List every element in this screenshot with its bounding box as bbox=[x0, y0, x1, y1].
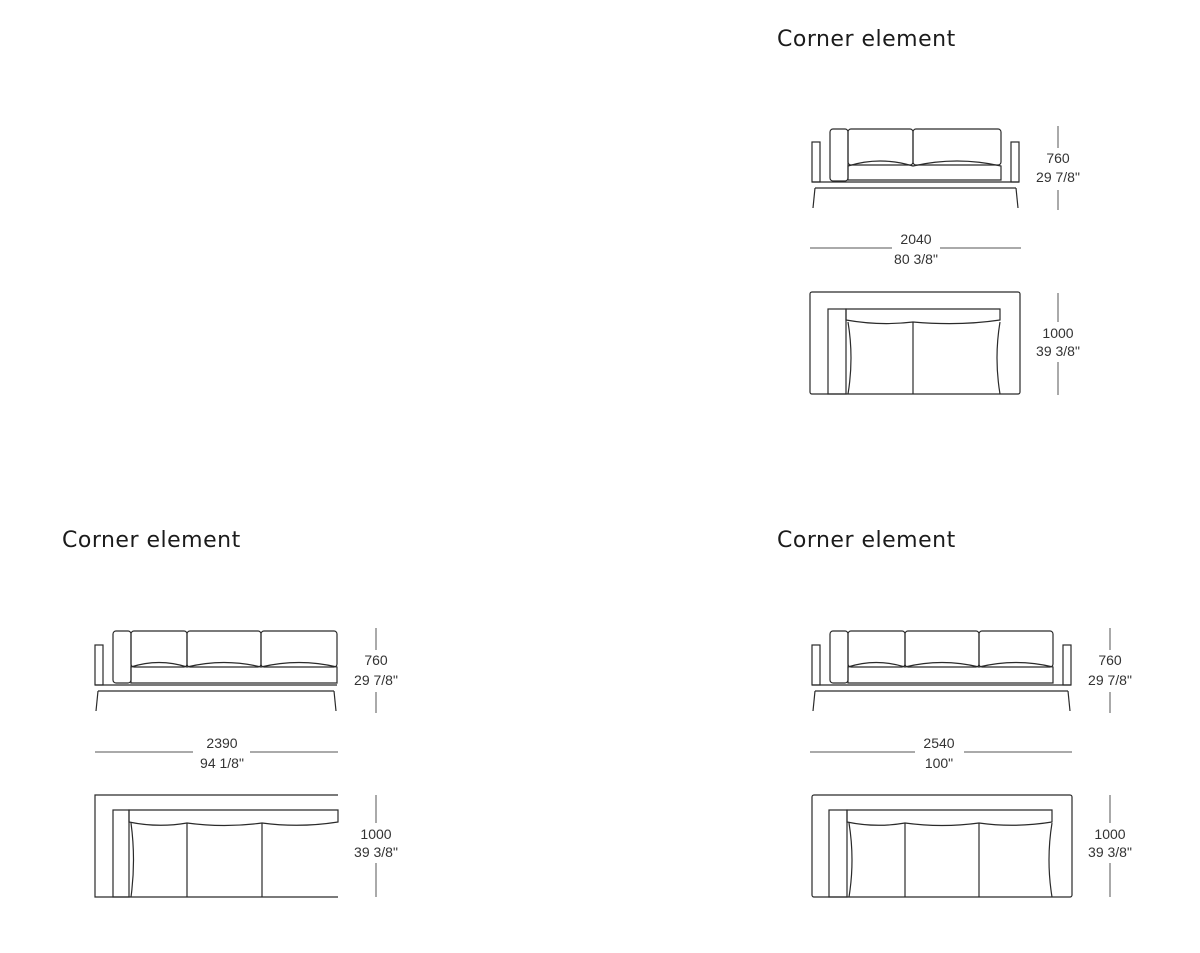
panel-2-depth-mm: 1000 bbox=[360, 826, 391, 842]
panel-2-height-in: 29 7/8" bbox=[354, 672, 398, 688]
panel-3-width-in: 100" bbox=[925, 755, 953, 771]
panel-3-height-in: 29 7/8" bbox=[1088, 672, 1132, 688]
panel-2-top-view bbox=[94, 794, 339, 898]
panel-3-front-view bbox=[811, 630, 1072, 712]
panel-1-width-in: 80 3/8" bbox=[894, 251, 938, 267]
panel-3-depth-in: 39 3/8" bbox=[1088, 844, 1132, 860]
panel-2-drawing: 760 29 7/8" 2390 94 1/8" 1000 39 3/8" bbox=[94, 628, 398, 898]
panel-1-height-in: 29 7/8" bbox=[1036, 169, 1080, 185]
panel-1-width-mm: 2040 bbox=[900, 231, 931, 247]
panel-3-height-mm: 760 bbox=[1098, 652, 1122, 668]
panel-2-depth-in: 39 3/8" bbox=[354, 844, 398, 860]
panel-1-depth-in: 39 3/8" bbox=[1036, 343, 1080, 359]
panel-2-width-mm: 2390 bbox=[206, 735, 237, 751]
panel-3-title: Corner element bbox=[777, 528, 956, 553]
panel-3-width-mm: 2540 bbox=[923, 735, 954, 751]
panel-2-title: Corner element bbox=[62, 528, 241, 553]
panel-1-height-mm: 760 bbox=[1046, 150, 1070, 166]
panel-1-title: Corner element bbox=[777, 27, 956, 52]
panel-1-drawing: 760 29 7/8" 2040 80 3/8" 1000 39 3/8" bbox=[809, 126, 1080, 395]
panel-1-top-view bbox=[809, 291, 1021, 395]
panel-2-front-view bbox=[94, 630, 338, 712]
panel-3-depth-mm: 1000 bbox=[1094, 826, 1125, 842]
panel-3-top-view bbox=[811, 794, 1073, 898]
panel-2-width-in: 94 1/8" bbox=[200, 755, 244, 771]
panel-2-height-mm: 760 bbox=[364, 652, 388, 668]
panel-3-drawing: 760 29 7/8" 2540 100" 1000 39 3/8" bbox=[810, 628, 1132, 898]
panel-1-front-view bbox=[811, 128, 1020, 209]
panel-1-depth-mm: 1000 bbox=[1042, 325, 1073, 341]
